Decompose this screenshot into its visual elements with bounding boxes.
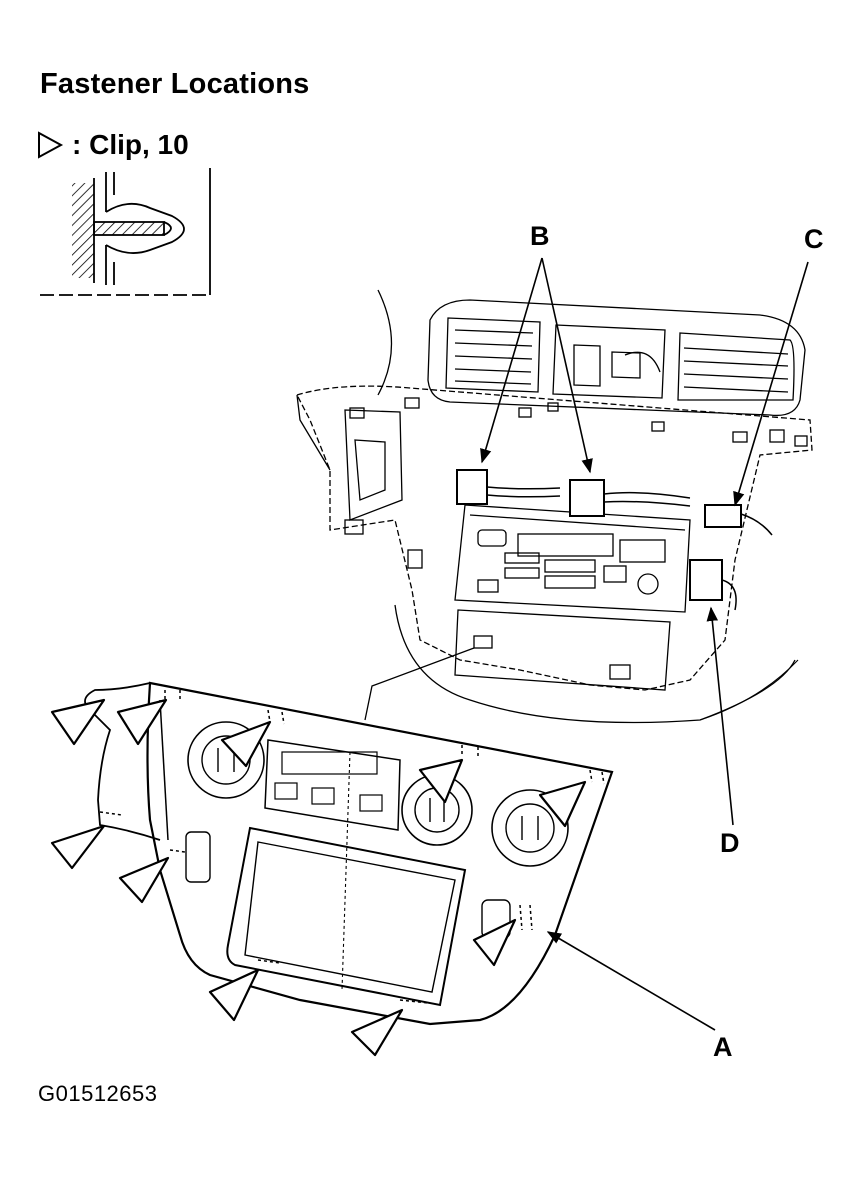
clip-triangle-icon [538,780,587,828]
arrow-c [733,261,809,507]
clip-triangle-icon [118,856,170,904]
callout-label-a: A [713,1032,733,1062]
arrow-b-right [541,257,593,474]
arrow-a [546,931,716,1031]
clip-legend: : Clip, 10 [36,127,189,163]
clip-markers [50,698,587,1057]
arrow-d [706,606,734,826]
clip-triangle-icon [116,698,168,746]
dashboard-upper [296,289,813,724]
callout-label-d: D [720,828,740,858]
clip-triangle-icon [50,698,106,746]
callout-arrows [480,257,809,1031]
arrow-b-left [480,257,543,464]
clip-triangle-icon [220,720,272,768]
clip-triangle-icon [38,131,64,159]
clip-triangle-icon [50,824,106,870]
figure-id: G01512653 [38,1081,158,1106]
clip-detail [40,168,211,296]
clip-triangle-icon [350,1008,404,1057]
center-panel [84,681,614,1026]
clip-triangle-icon [208,968,260,1022]
clip-triangle-icon [418,758,464,804]
clip-legend-text: : Clip, 10 [72,129,189,160]
callout-label-b: B [530,221,550,251]
callout-label-c: C [804,224,824,254]
page-title: Fastener Locations [40,68,310,100]
clip-triangle-icon [472,918,517,967]
